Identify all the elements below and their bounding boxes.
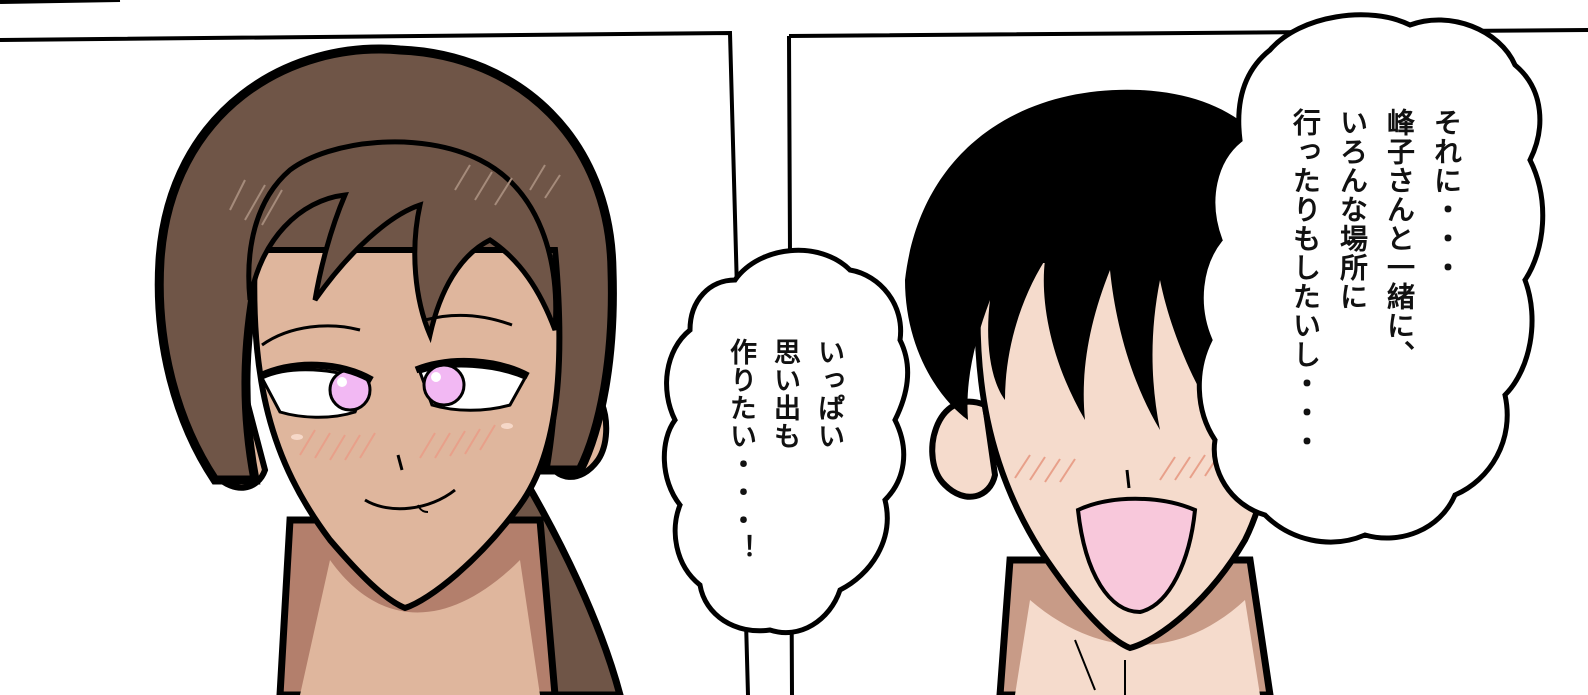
woman-nose (396, 454, 404, 471)
left-bubble-line: 思い出も (769, 338, 800, 450)
right-bubble-line: それに・・・ (1430, 108, 1463, 282)
man-hair (905, 89, 1300, 440)
man-left-ear (929, 398, 999, 500)
woman-character (154, 44, 624, 695)
woman-mouth (364, 488, 456, 511)
left-bubble-line: いっぱい (813, 338, 844, 450)
left-bubble-line: 作りたい・・・！ (725, 338, 756, 562)
left-bubble-dialogue: いっぱい 思い出も 作りたい・・・！ (718, 338, 850, 562)
man-blush (1014, 452, 1221, 483)
woman-bangs (246, 139, 559, 344)
top-edge-mark (0, 0, 121, 4)
man-mouth (1075, 496, 1198, 615)
right-thought-bubble (1196, 12, 1546, 545)
woman-blush (299, 424, 496, 461)
woman-right-eye (414, 358, 530, 412)
woman-hair (154, 44, 617, 485)
right-bubble-line: 行ったりもしたいし・・・ (1289, 108, 1322, 456)
right-bubble-line: 峰子さんと一緒に、 (1383, 108, 1416, 369)
right-bubble-dialogue: それに・・・ 峰子さんと一緒に、 いろんな場所に 行ったりもしたいし・・・ (1282, 108, 1470, 456)
woman-right-eyebrow (424, 313, 513, 327)
woman-face (251, 247, 563, 612)
woman-hair-highlights (229, 164, 561, 226)
man-nose (1125, 469, 1131, 489)
woman-left-eyebrow (261, 324, 361, 347)
woman-left-eye (258, 361, 374, 419)
right-bubble-line: いろんな場所に (1336, 108, 1369, 311)
left-thought-bubble (661, 247, 911, 636)
